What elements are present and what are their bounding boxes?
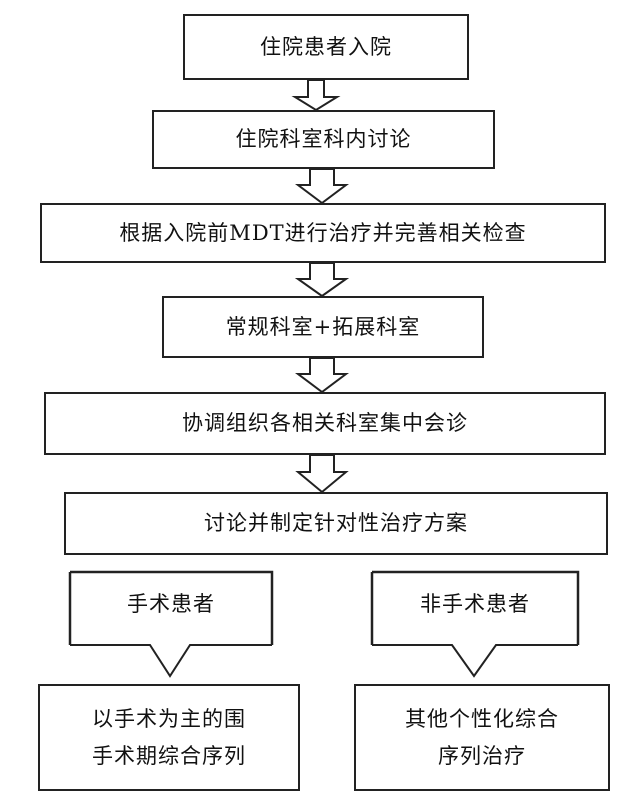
arrow-down-1 [291, 79, 341, 112]
step-treatment-check-label: 根据入院前MDT进行治疗并完善相关检查 [119, 220, 527, 245]
result-non-surgical-line1: 其他个性化综合 [405, 706, 559, 731]
arrow-down-5 [295, 454, 349, 494]
step-admission: 住院患者入院 [183, 14, 469, 80]
step-admission-label: 住院患者入院 [260, 34, 392, 59]
result-non-surgical: 其他个性化综合 序列治疗 [354, 684, 610, 791]
arrow-down-4 [295, 357, 349, 394]
step-departments-label: 常规科室+拓展科室 [225, 314, 421, 339]
arrow-down-right [372, 644, 578, 678]
step-consultation-label: 协调组织各相关科室集中会诊 [182, 411, 468, 436]
branch-frame-left [70, 570, 274, 645]
step-plan-label: 讨论并制定针对性治疗方案 [204, 511, 468, 536]
arrow-down-3 [294, 262, 350, 298]
step-treatment-check: 根据入院前MDT进行治疗并完善相关检查 [40, 203, 606, 263]
result-surgical-line2: 手术期综合序列 [92, 743, 246, 768]
step-departments: 常规科室+拓展科室 [162, 296, 484, 358]
step-dept-discussion-label: 住院科室科内讨论 [235, 127, 412, 152]
result-non-surgical-line2: 序列治疗 [438, 743, 526, 768]
branch-frame-right [372, 570, 580, 645]
result-surgical: 以手术为主的围 手术期综合序列 [38, 684, 300, 791]
arrow-down-2 [295, 168, 349, 205]
step-consultation: 协调组织各相关科室集中会诊 [44, 392, 606, 455]
step-dept-discussion: 住院科室科内讨论 [152, 110, 495, 169]
branch-label-non-surgical: 非手术患者 [420, 592, 530, 616]
branch-label-surgical: 手术患者 [127, 592, 215, 616]
step-plan: 讨论并制定针对性治疗方案 [64, 492, 608, 555]
result-surgical-line1: 以手术为主的围 [92, 706, 246, 731]
arrow-down-left [70, 644, 272, 678]
